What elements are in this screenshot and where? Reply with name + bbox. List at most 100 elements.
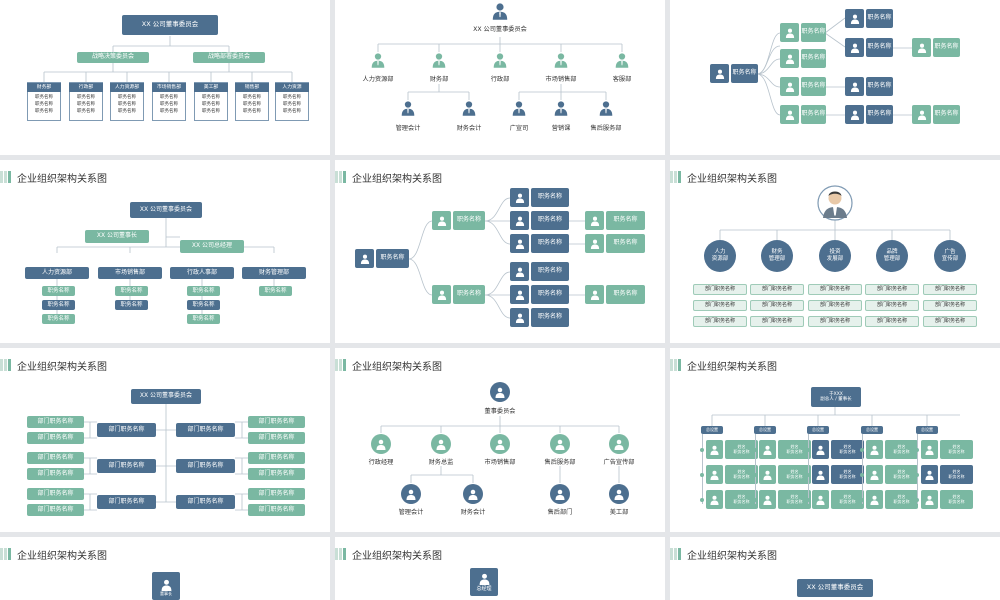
section-title: 企业组织架构关系图 bbox=[17, 550, 107, 562]
position-node[interactable]: 职务名称 bbox=[780, 49, 826, 68]
employee-title: 职务名称 bbox=[948, 498, 965, 504]
connector-dot bbox=[753, 498, 757, 502]
department-card: 财务部职务名称职务名称职务名称 bbox=[27, 82, 61, 121]
department-icon bbox=[371, 434, 391, 454]
position-label: 职务名称 bbox=[531, 285, 569, 304]
person-icon bbox=[706, 465, 723, 484]
person-icon bbox=[493, 53, 507, 68]
slide-11[interactable]: 企业组织架构关系图 总经理 bbox=[335, 537, 665, 600]
position-node[interactable]: 职务名称 bbox=[780, 77, 826, 96]
person-icon bbox=[615, 53, 629, 68]
person-icon bbox=[615, 52, 629, 68]
slide-9[interactable]: 企业组织架构关系图 于XXX 副总人 / 董事长 总设置姓名职务名称姓名职务名称… bbox=[670, 348, 1000, 532]
position-node[interactable]: 职务名称 bbox=[510, 234, 569, 253]
department-label: 财务会计 bbox=[456, 125, 482, 132]
person-icon bbox=[462, 100, 476, 116]
department-tag: 总设置 bbox=[861, 426, 883, 434]
position-node[interactable]: 职务名称 bbox=[432, 211, 485, 230]
employee-card: 姓名职务名称 bbox=[706, 440, 758, 459]
position-box: 部门职务名称 bbox=[693, 300, 747, 311]
position-item: 职务名称 bbox=[35, 95, 53, 100]
slide-8[interactable]: 企业组织架构关系图 董事委员会行政经理财务总监市场销售部售后服务部广告宣传部管理… bbox=[335, 348, 665, 532]
person-icon bbox=[555, 489, 565, 500]
board-box: XX 公司董事委员会 bbox=[130, 202, 202, 218]
person-icon bbox=[816, 495, 825, 505]
person-icon bbox=[401, 100, 415, 116]
chairman-box: 董事长 bbox=[152, 572, 180, 600]
slide-10[interactable]: 企业组织架构关系图 董事长 bbox=[0, 537, 330, 600]
connector-dot bbox=[753, 448, 757, 452]
position-item: 职务名称 bbox=[202, 95, 220, 100]
position-label: 职务名称 bbox=[453, 211, 485, 230]
department-icon bbox=[609, 484, 629, 504]
position-node[interactable]: 职务名称 bbox=[780, 23, 826, 42]
position-item: 职务名称 bbox=[243, 102, 261, 107]
employee-info: 姓名职务名称 bbox=[885, 465, 918, 484]
department-label: 售后服务部 bbox=[590, 125, 622, 132]
slide-5[interactable]: 企业组织架构关系图 职务名称职务名称职务名称职务名称职务名称职务名称职务名称职务… bbox=[335, 160, 665, 343]
slide-3[interactable]: 职务名称职务名称职务名称职务名称职务名称职务名称职务名称职务名称职务名称职务名称… bbox=[670, 0, 1000, 155]
employee-card: 姓名职务名称 bbox=[706, 490, 758, 509]
position-node[interactable]: 职务名称 bbox=[710, 64, 758, 83]
connector bbox=[755, 434, 756, 504]
position-box: 部门职务名称 bbox=[27, 416, 84, 428]
position-node[interactable]: 职务名称 bbox=[845, 77, 893, 96]
position-node[interactable]: 职务名称 bbox=[912, 38, 960, 57]
employee-title: 职务名称 bbox=[893, 473, 910, 479]
position-node[interactable]: 职务名称 bbox=[845, 105, 893, 124]
position-item: 职务名称 bbox=[77, 102, 95, 107]
position-node[interactable]: 职务名称 bbox=[585, 234, 645, 253]
department-label: 广告宣传部 bbox=[603, 459, 635, 466]
position-node[interactable]: 职务名称 bbox=[355, 249, 409, 268]
department-circle: 财务 管理部 bbox=[761, 240, 793, 272]
department-name: 销售部 bbox=[235, 83, 269, 92]
position-node[interactable]: 职务名称 bbox=[510, 211, 569, 230]
person-icon bbox=[780, 23, 799, 42]
person-icon bbox=[515, 239, 524, 249]
department-box: 部门职务名称 bbox=[176, 459, 235, 473]
position-node[interactable]: 职务名称 bbox=[780, 105, 826, 124]
slide-12[interactable]: 企业组织架构关系图 XX 公司董事委员会 bbox=[670, 537, 1000, 600]
employee-info: 姓名职务名称 bbox=[725, 465, 758, 484]
position-node[interactable]: 职务名称 bbox=[585, 211, 645, 230]
person-icon bbox=[925, 495, 934, 505]
department-name: 市场销售部 bbox=[152, 83, 186, 92]
department-label: 管理会计 bbox=[395, 125, 421, 132]
position-label: 职务名称 bbox=[606, 234, 645, 253]
position-box: 职务名称 bbox=[187, 286, 220, 296]
section-title: 企业组织架构关系图 bbox=[687, 173, 777, 185]
slide-6[interactable]: 企业组织架构关系图 人力 资源部部门职务名称部门职务名称部门职务名称财务 管理部… bbox=[670, 160, 1000, 343]
department-box: 部门职务名称 bbox=[176, 423, 235, 437]
person-icon bbox=[510, 308, 529, 327]
person-icon bbox=[554, 53, 568, 68]
slide-2[interactable]: XX 公司董事委员会 人力资源部财务部行政部市场销售部客服部管理会计财务会计广宣… bbox=[335, 0, 665, 155]
connector-lines bbox=[711, 407, 960, 426]
department-label: 市场销售部 bbox=[545, 76, 577, 83]
slide-1[interactable]: XX 公司董事委员会 战略决策委员会 战略部署委员会 财务部职务名称职务名称职务… bbox=[0, 0, 330, 155]
department-name: 人力资源部 bbox=[110, 83, 144, 92]
position-node[interactable]: 职务名称 bbox=[510, 308, 569, 327]
position-node[interactable]: 职务名称 bbox=[510, 262, 569, 281]
slide-4[interactable]: 企业组织架构关系图 XX 公司董事委员会 XX 公司董事长 XX 公司总经理 人… bbox=[0, 160, 330, 343]
position-node[interactable]: 职务名称 bbox=[432, 285, 485, 304]
position-box: 部门职务名称 bbox=[693, 284, 747, 295]
position-node[interactable]: 职务名称 bbox=[510, 285, 569, 304]
employee-name: 姓名 bbox=[843, 493, 852, 499]
person-icon bbox=[925, 470, 934, 480]
position-node[interactable]: 职务名称 bbox=[845, 9, 893, 28]
employee-card: 姓名职务名称 bbox=[921, 490, 973, 509]
person-icon bbox=[763, 495, 772, 505]
employee-info: 姓名职务名称 bbox=[940, 440, 973, 459]
position-node[interactable]: 职务名称 bbox=[510, 188, 569, 207]
position-node[interactable]: 职务名称 bbox=[585, 285, 645, 304]
position-box: 职务名称 bbox=[187, 314, 220, 324]
position-label: 职务名称 bbox=[531, 308, 569, 327]
position-label: 职务名称 bbox=[866, 77, 893, 96]
position-box: 部门职务名称 bbox=[750, 284, 804, 295]
position-node[interactable]: 职务名称 bbox=[845, 38, 893, 57]
person-icon bbox=[512, 101, 526, 116]
board-box: XX 公司董事委员会 bbox=[131, 389, 201, 404]
position-node[interactable]: 职务名称 bbox=[912, 105, 960, 124]
person-icon bbox=[850, 110, 859, 120]
slide-7[interactable]: 企业组织架构关系图 XX 公司董事委员会 部门职务名称部门职务名称部门职务名称部… bbox=[0, 348, 330, 532]
